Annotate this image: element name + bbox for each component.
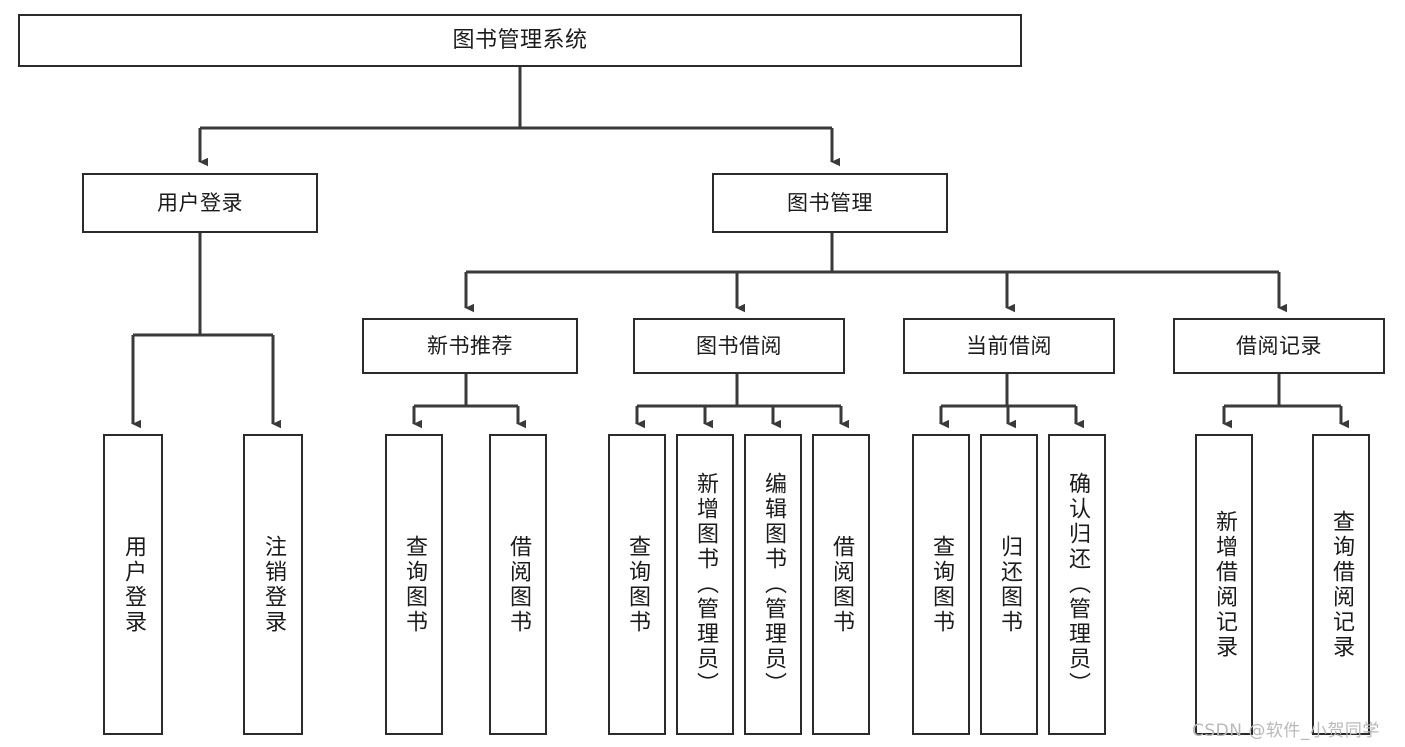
node-borrowing-record[interactable]: 借阅记录	[1173, 318, 1385, 374]
csdn-watermark: CSDN @软件_小贺同学	[1192, 721, 1380, 741]
node-leaf-edit-book-admin[interactable]: 编辑图书（管理员）	[744, 434, 802, 735]
node-leaf-query-book-current[interactable]: 查询图书	[912, 434, 970, 735]
node-leaf-add-borrow-record[interactable]: 新增借阅记录	[1195, 434, 1253, 735]
node-book-borrowing[interactable]: 图书借阅	[633, 318, 845, 374]
node-label: 图书管理系统	[452, 27, 588, 53]
node-leaf-confirm-return-admin[interactable]: 确认归还（管理员）	[1048, 434, 1106, 735]
node-leaf-query-book-borrow[interactable]: 查询图书	[608, 434, 666, 735]
node-label: 查询借阅记录	[1329, 509, 1354, 660]
node-label: 查询图书	[402, 534, 427, 635]
node-label: 借阅图书	[829, 534, 854, 635]
node-label: 用户登录	[121, 534, 146, 635]
node-label: 用户登录	[157, 190, 243, 215]
node-current-borrowing[interactable]: 当前借阅	[903, 318, 1115, 374]
node-label: 图书借阅	[696, 333, 782, 358]
node-label: 归还图书	[997, 534, 1022, 635]
node-label: 图书管理	[787, 190, 873, 215]
node-label: 编辑图书（管理员）	[761, 472, 786, 697]
node-new-book-recommendation[interactable]: 新书推荐	[362, 318, 578, 374]
node-leaf-borrow-book-new[interactable]: 借阅图书	[489, 434, 547, 735]
node-leaf-query-borrow-record[interactable]: 查询借阅记录	[1312, 434, 1370, 735]
node-label: 当前借阅	[966, 333, 1052, 358]
node-book-management[interactable]: 图书管理	[712, 173, 948, 233]
node-label: 注销登录	[261, 534, 286, 635]
node-label: 查询图书	[929, 534, 954, 635]
node-label: 借阅图书	[506, 534, 531, 635]
node-root-book-management-system[interactable]: 图书管理系统	[18, 14, 1022, 67]
node-label: 借阅记录	[1236, 333, 1322, 358]
node-label: 新增借阅记录	[1212, 509, 1237, 660]
node-label: 查询图书	[625, 534, 650, 635]
node-leaf-query-book-new[interactable]: 查询图书	[385, 434, 443, 735]
node-label: 确认归还（管理员）	[1065, 472, 1090, 697]
node-leaf-add-book-admin[interactable]: 新增图书（管理员）	[676, 434, 734, 735]
node-label: 新书推荐	[427, 333, 513, 358]
node-leaf-borrow-book[interactable]: 借阅图书	[812, 434, 870, 735]
node-leaf-return-book[interactable]: 归还图书	[980, 434, 1038, 735]
node-leaf-user-logout[interactable]: 注销登录	[243, 434, 303, 735]
node-user-login[interactable]: 用户登录	[82, 173, 318, 233]
node-leaf-user-login[interactable]: 用户登录	[103, 434, 163, 735]
node-label: 新增图书（管理员）	[693, 472, 718, 697]
